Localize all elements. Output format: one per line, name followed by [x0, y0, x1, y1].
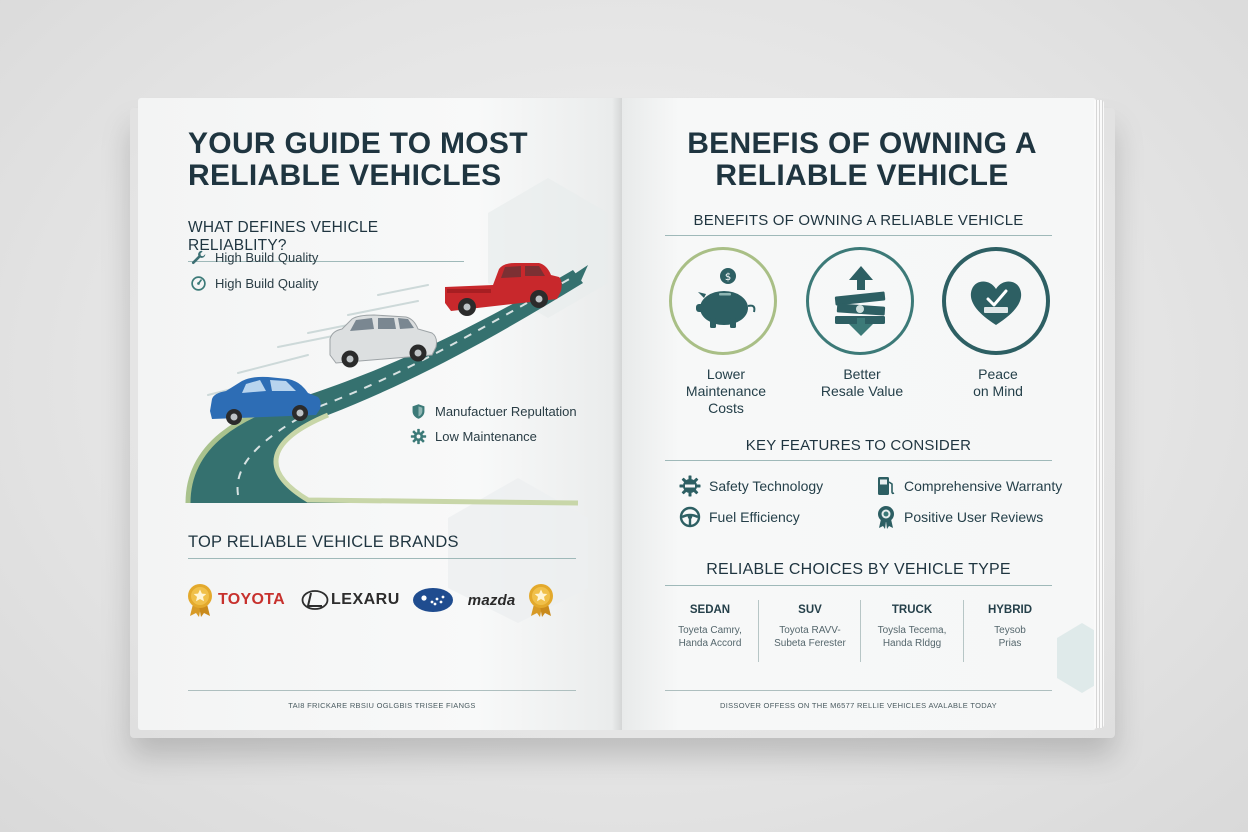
- benefit-caption-line: Peace: [978, 366, 1018, 382]
- vehicle-type-model: Handa Accord: [678, 638, 742, 649]
- vehicle-type-models: Toysla Tecema, Handa Rldgg: [862, 624, 962, 650]
- benefit-circle-lower-costs: $: [669, 247, 777, 355]
- feature-label: Safety Technology: [709, 478, 824, 494]
- column-divider: [860, 600, 861, 662]
- brand-logos-row: TOYOTA LEXARU mazda: [186, 582, 555, 618]
- feature-label: Positive User Reviews: [904, 509, 1044, 525]
- money-arrows-icon: [834, 266, 886, 336]
- lexus-logo: LEXARU: [331, 591, 400, 608]
- vehicle-type-model: Subeta Ferester: [774, 638, 846, 649]
- benefit-circle-resale-value: [806, 247, 914, 355]
- safety-gear-icon: [679, 475, 701, 497]
- reliability-item-label: Low Maintenance: [435, 429, 537, 444]
- right-page-title: BENEFIS OF OWNING A RELIABLE VEHICLE: [662, 128, 1062, 192]
- vehicle-type-label: TRUCK: [891, 604, 933, 616]
- vehicle-type-model: Toyeta Camry,: [678, 625, 742, 636]
- silver-suv: [329, 314, 437, 368]
- benefit-caption-line: Costs: [708, 400, 744, 416]
- page-edges: [1094, 100, 1104, 728]
- shield-icon: [412, 404, 425, 419]
- benefits-heading: BENEFITS OF OWNING A RELIABLE VEHICLE: [665, 212, 1052, 236]
- vehicle-type-truck: TRUCK Toysla Tecema, Handa Rldgg: [862, 604, 962, 650]
- right-page-footer: DISSOVER OFFESS ON THE M6577 RELLIE VEHI…: [720, 701, 997, 710]
- left-title-line-1: YOUR GUIDE TO MOST: [188, 127, 528, 160]
- vehicle-type-model: Toysla Tecema,: [877, 625, 947, 636]
- left-page-footer: TAI8 FRICKARE RBSIU OGLGBIS TRISEE FIANG…: [288, 701, 476, 710]
- vehicle-type-label: HYBRID: [987, 604, 1033, 616]
- award-ribbon-icon: [878, 506, 894, 529]
- vehicle-type-model: Teysob: [994, 625, 1026, 636]
- road-edge: [273, 412, 579, 506]
- fuel-pump-icon: [878, 477, 895, 495]
- features-heading: KEY FEATURES TO CONSIDER: [665, 437, 1052, 461]
- steering-icon: [679, 506, 701, 528]
- benefit-caption-line: Maintenance: [685, 383, 767, 399]
- feature-comprehensive-warranty: Comprehensive Warranty: [876, 475, 1062, 497]
- red-pickup-truck: [445, 263, 562, 316]
- lexus-emblem-icon: [301, 590, 329, 610]
- left-title-line-2: RELIABLE VEHICLES: [188, 159, 502, 192]
- right-title-line-1: BENEFIS OF OWNING A: [687, 127, 1037, 160]
- gear-icon: [410, 428, 427, 445]
- benefit-circle-peace-of-mind: [942, 247, 1050, 355]
- benefit-caption-line: Lower: [706, 366, 746, 382]
- left-page-title: YOUR GUIDE TO MOST RELIABLE VEHICLES: [188, 128, 528, 192]
- road-cars-illustration: [185, 263, 588, 506]
- feature-fuel-efficiency: Fuel Efficiency: [679, 506, 800, 528]
- vehicle-type-label: SEDAN: [689, 604, 731, 616]
- vehicle-type-suv: SUV Toyota RAVV- Subeta Ferester: [760, 604, 860, 650]
- right-title-line-2: RELIABLE VEHICLE: [715, 159, 1009, 192]
- benefit-caption-peace-of-mind: Peace on Mind: [942, 366, 1054, 400]
- vehicle-type-models: Toyota RAVV- Subeta Ferester: [760, 624, 860, 650]
- feature-label: Comprehensive Warranty: [904, 478, 1063, 494]
- vehicle-type-model: Prias: [998, 638, 1022, 649]
- vehicle-type-sedan: SEDAN Toyeta Camry, Handa Accord: [660, 604, 760, 650]
- vehicle-type-label: SUV: [798, 604, 822, 616]
- gold-award-badge-icon: [188, 584, 212, 617]
- vehicle-type-model: Handa Rldgg: [882, 638, 942, 649]
- feature-positive-user-reviews: Positive User Reviews: [876, 505, 1043, 529]
- arrow-head: [573, 265, 588, 283]
- reliability-item-label: Manufactuer Repultation: [435, 404, 577, 419]
- piggy-bank-icon: $: [696, 268, 756, 328]
- svg-text:$: $: [725, 272, 731, 283]
- background-hexagon-decoration: [1057, 623, 1096, 693]
- brands-heading: TOP RELIABLE VEHICLE BRANDS: [188, 533, 576, 559]
- benefit-caption-line: on Mind: [973, 383, 1023, 399]
- reliability-item-label: High Build Quality: [215, 250, 319, 265]
- benefit-caption-resale-value: Better Resale Value: [806, 366, 918, 400]
- left-footer-divider: [188, 690, 576, 691]
- blue-car: [210, 376, 321, 425]
- toyota-logo: TOYOTA: [218, 591, 285, 608]
- wrench-icon: [191, 250, 206, 265]
- heart-check-icon: [970, 281, 1022, 325]
- feature-label: Fuel Efficiency: [709, 509, 800, 525]
- reliability-item-build-quality-2: High Build Quality: [190, 275, 318, 292]
- vehicle-type-hybrid: HYBRID Teysob Prias: [960, 604, 1060, 650]
- reliability-item-low-maintenance: Low Maintenance: [410, 428, 537, 445]
- vehicle-type-models: Teysob Prias: [960, 624, 1060, 650]
- reliability-heading: WHAT DEFINES VEHICLE RELIABLITY?: [188, 219, 464, 262]
- reliability-item-build-quality: High Build Quality: [190, 249, 318, 266]
- vehicle-type-models: Toyeta Camry, Handa Accord: [660, 624, 760, 650]
- right-footer-divider: [665, 690, 1052, 691]
- road: [188, 270, 583, 503]
- vehicle-type-model: Toyota RAVV-: [779, 625, 841, 636]
- mazda-logo: mazda: [467, 591, 516, 609]
- background-hexagon-decoration: [448, 478, 588, 623]
- right-page: [622, 98, 1096, 730]
- benefit-caption-line: Resale Value: [820, 383, 904, 399]
- column-divider: [963, 600, 964, 662]
- subaru-emblem-icon: [412, 588, 453, 612]
- gold-award-badge-icon: [529, 584, 554, 617]
- road-lane-markings: [236, 276, 574, 496]
- reliability-item-label: High Build Quality: [215, 276, 319, 291]
- column-divider: [758, 600, 759, 662]
- benefit-caption-lower-costs: Lower Maintenance Costs: [670, 366, 782, 417]
- vehicle-types-heading: RELIABLE CHOICES BY VEHICLE TYPE: [665, 561, 1052, 586]
- reliability-item-manufacturer-reputation: Manufactuer Repultation: [410, 403, 577, 420]
- feature-safety-technology: Safety Technology: [679, 475, 823, 497]
- benefit-caption-line: Better: [843, 366, 881, 382]
- gauge-icon: [191, 276, 206, 291]
